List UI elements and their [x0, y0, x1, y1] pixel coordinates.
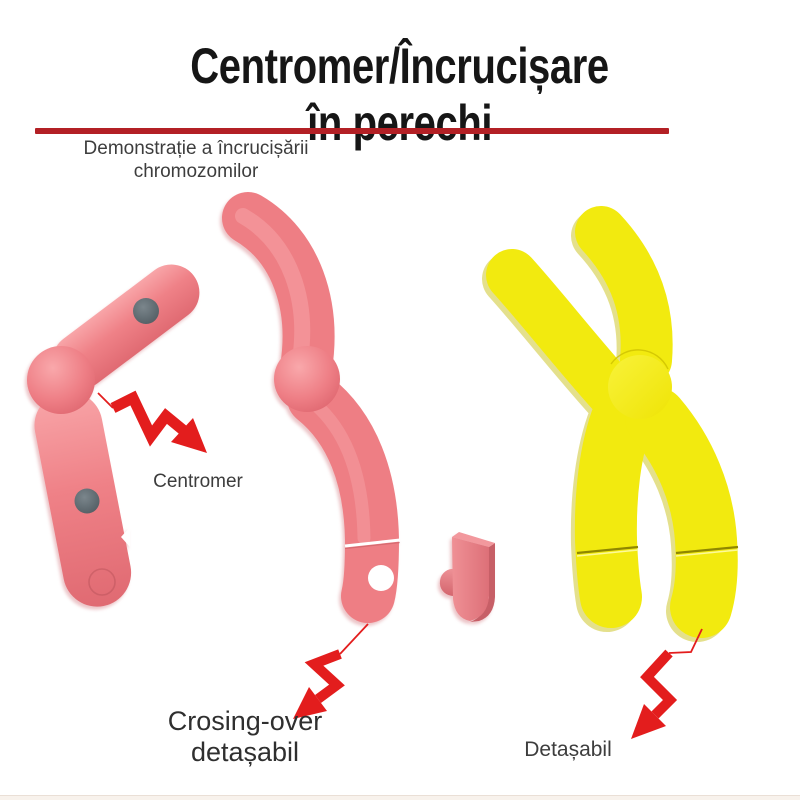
- split-line: [675, 545, 739, 555]
- ring-mark: [88, 568, 116, 596]
- page-title: Centromer/Încrucișare în perechi: [0, 38, 800, 152]
- leg-right: [625, 387, 738, 638]
- chromosome-left: [27, 264, 200, 607]
- arm-upper-left: [486, 249, 638, 418]
- arm-upper-right: [575, 206, 673, 386]
- label-detachable: Detașabil: [524, 738, 612, 761]
- zigzag-arrow-icon: [97, 390, 207, 453]
- split-line: [344, 538, 401, 548]
- split-line-gap: [675, 549, 739, 557]
- chromosome-left-upper-arm: [52, 264, 200, 390]
- leg-left: [574, 385, 654, 628]
- title-divider: [35, 128, 669, 134]
- title-line-2: în perechi: [307, 94, 493, 151]
- bottom-strip: [0, 795, 800, 800]
- piece-front-face: [452, 537, 489, 621]
- centromere-ball: [274, 346, 340, 412]
- peg-hole-dot: [133, 298, 159, 324]
- subtitle: Demonstrație a încrucișării chromozomilo…: [0, 137, 392, 183]
- zigzag-arrow-icon: [631, 628, 703, 739]
- notch: [121, 527, 130, 547]
- subtitle-line-1: Demonstrație a încrucișării: [83, 138, 309, 159]
- zigzag-arrow-icon: [293, 623, 369, 719]
- peg-hole-dot: [74, 488, 100, 514]
- chromosome-yellow: [486, 206, 739, 638]
- subtitle-line-2: chromozomilor: [133, 161, 259, 182]
- label-crossing-over-line-2: detașabil: [190, 737, 300, 767]
- centromere-hub: [608, 355, 672, 419]
- label-crossing-over: Crosing-over detașabil: [168, 706, 323, 768]
- crossover-hole: [368, 565, 394, 591]
- arm-highlight: [235, 208, 311, 368]
- split-line-shadow: [344, 541, 401, 550]
- piece-top-face: [452, 532, 495, 547]
- hub-seam: [610, 349, 669, 370]
- detached-piece: [439, 532, 495, 622]
- label-centromere: Centromer: [153, 471, 243, 492]
- centromere-ball: [27, 346, 95, 414]
- arm-highlight: [303, 393, 371, 545]
- split-line-gap: [576, 549, 639, 557]
- piece-side-face: [470, 543, 495, 622]
- chromosome-middle: [222, 192, 401, 623]
- split-line: [576, 545, 639, 555]
- label-crossing-over-line-1: Crosing-over: [167, 706, 323, 736]
- title-line-1: Centromer/Încrucișare: [190, 37, 610, 94]
